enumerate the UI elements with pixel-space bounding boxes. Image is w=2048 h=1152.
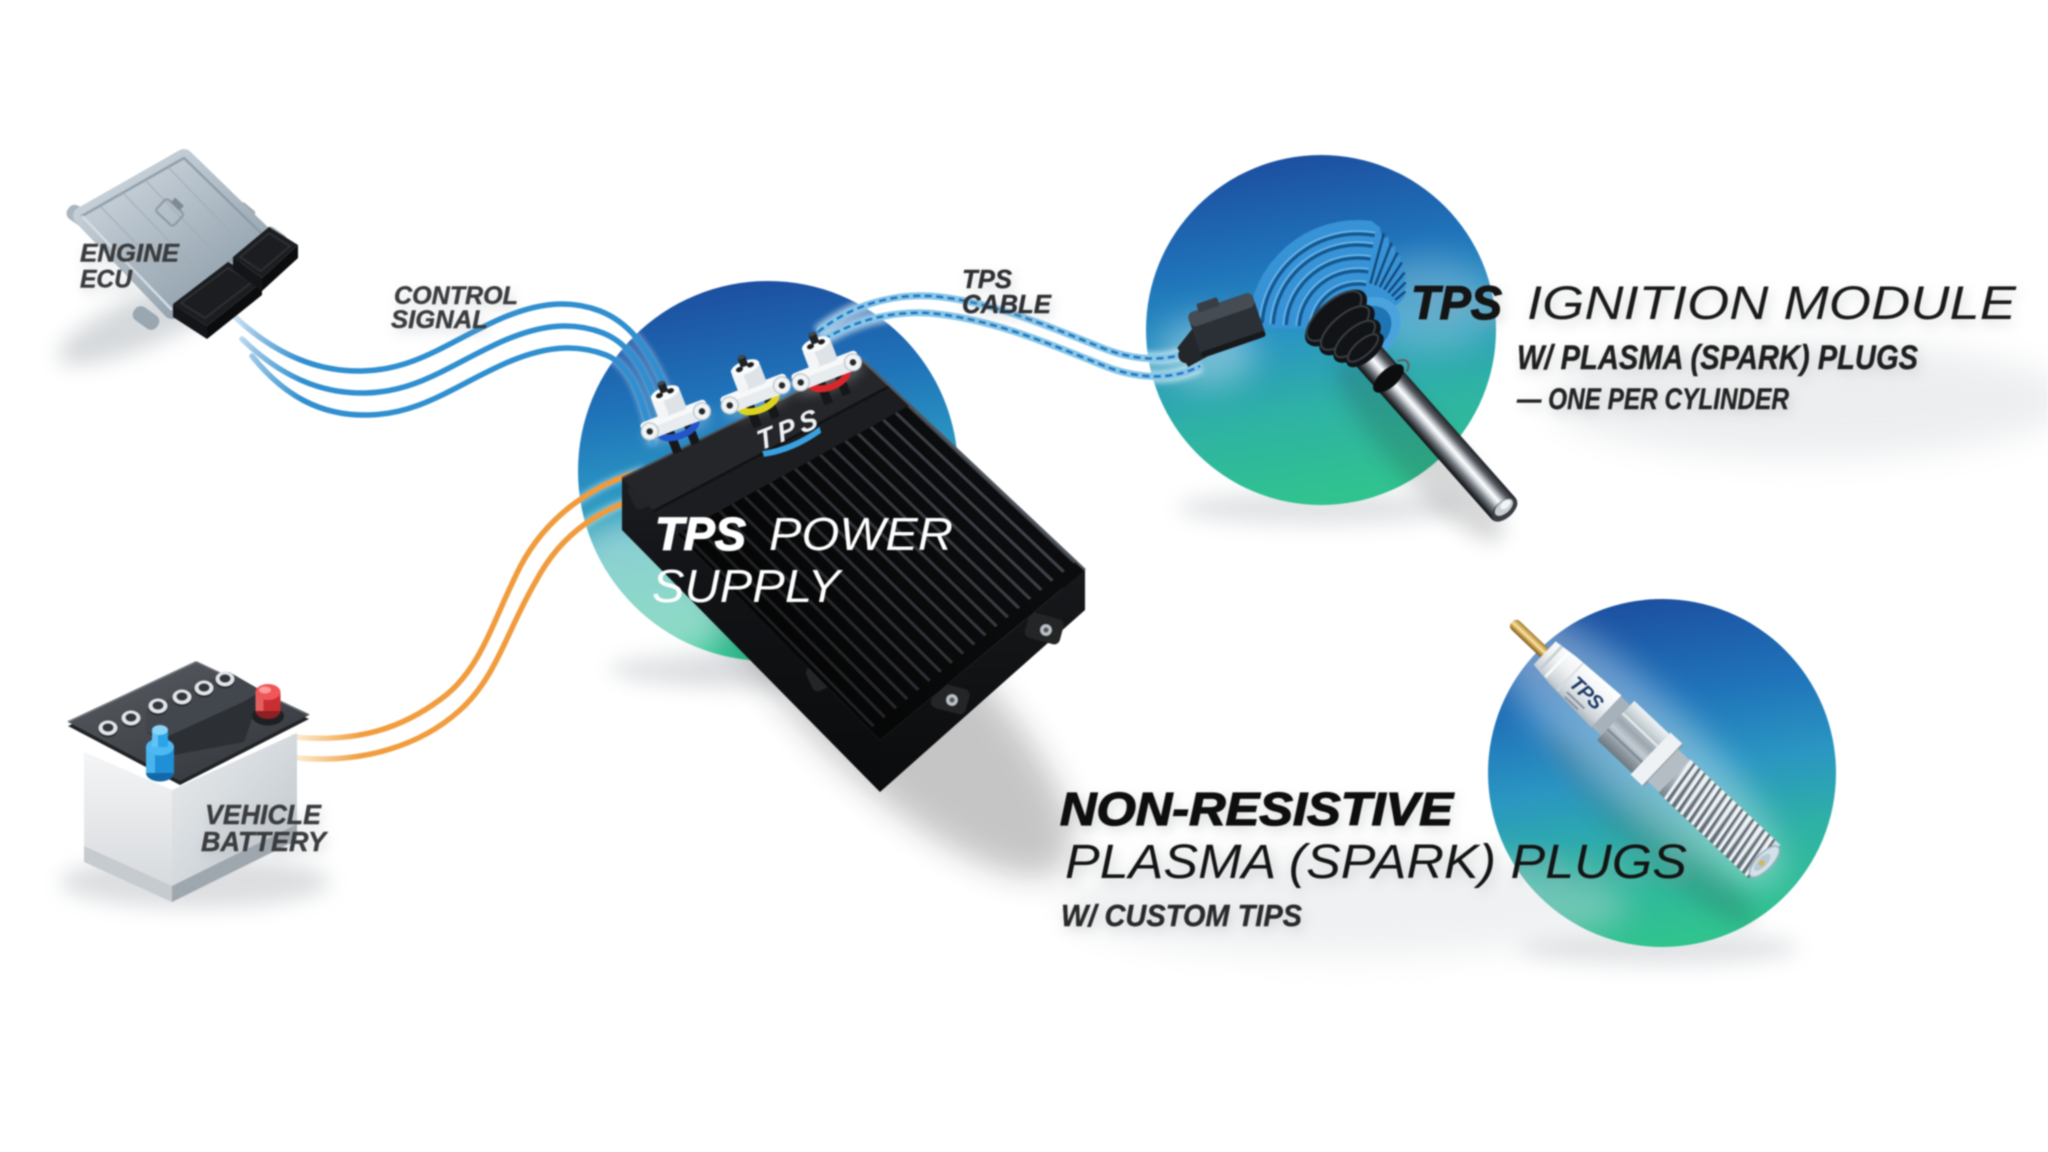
svg-text:ENGINE: ENGINE (83, 245, 183, 273)
svg-text:VEHICLE: VEHICLE (205, 799, 322, 830)
svg-text:NON-RESISTIVE: NON-RESISTIVE (1060, 783, 1454, 835)
svg-text:SIGNAL: SIGNAL (391, 306, 488, 334)
svg-text:CABLE: CABLE (962, 289, 1052, 319)
svg-text:CABLE: CABLE (965, 294, 1055, 324)
svg-text:— ONE PER CYLINDER: — ONE PER CYLINDER (1519, 388, 1792, 421)
svg-text:TPS: TPS (962, 264, 1013, 294)
svg-text:IGNITION MODULE: IGNITION MODULE (1527, 276, 2017, 329)
svg-text:W/ PLASMA (SPARK) PLUGS: W/ PLASMA (SPARK) PLUGS (1520, 344, 1921, 382)
svg-text:NON-RESISTIVE: NON-RESISTIVE (1063, 788, 1457, 840)
svg-text:PLASMA (SPARK) PLUGS: PLASMA (SPARK) PLUGS (1065, 836, 1687, 889)
svg-text:SUPPLY: SUPPLY (652, 560, 844, 612)
svg-text:POWER: POWER (769, 508, 953, 560)
svg-text:TPS: TPS (655, 508, 746, 560)
svg-text:PLASMA (SPARK) PLUGS: PLASMA (SPARK) PLUGS (1068, 841, 1690, 894)
svg-text:TPS: TPS (1411, 276, 1502, 329)
svg-text:W/ CUSTOM TIPS: W/ CUSTOM TIPS (1061, 898, 1302, 933)
svg-text:TPS: TPS (1414, 281, 1505, 334)
svg-text:ENGINE: ENGINE (80, 240, 180, 268)
svg-text:W/ PLASMA (SPARK) PLUGS: W/ PLASMA (SPARK) PLUGS (1517, 339, 1918, 377)
svg-text:ECU: ECU (80, 266, 133, 294)
svg-text:BATTERY: BATTERY (204, 831, 331, 862)
svg-text:IGNITION MODULE: IGNITION MODULE (1530, 281, 2020, 334)
svg-text:ECU: ECU (83, 271, 136, 299)
svg-text:W/ CUSTOM TIPS: W/ CUSTOM TIPS (1064, 903, 1305, 938)
svg-text:TPS: TPS (965, 269, 1016, 299)
svg-text:CONTROL: CONTROL (397, 287, 521, 315)
svg-text:VEHICLE: VEHICLE (208, 804, 325, 835)
svg-text:SIGNAL: SIGNAL (394, 311, 491, 339)
svg-text:— ONE PER CYLINDER: — ONE PER CYLINDER (1516, 383, 1789, 416)
svg-text:BATTERY: BATTERY (201, 826, 328, 857)
svg-text:CONTROL: CONTROL (394, 282, 518, 310)
